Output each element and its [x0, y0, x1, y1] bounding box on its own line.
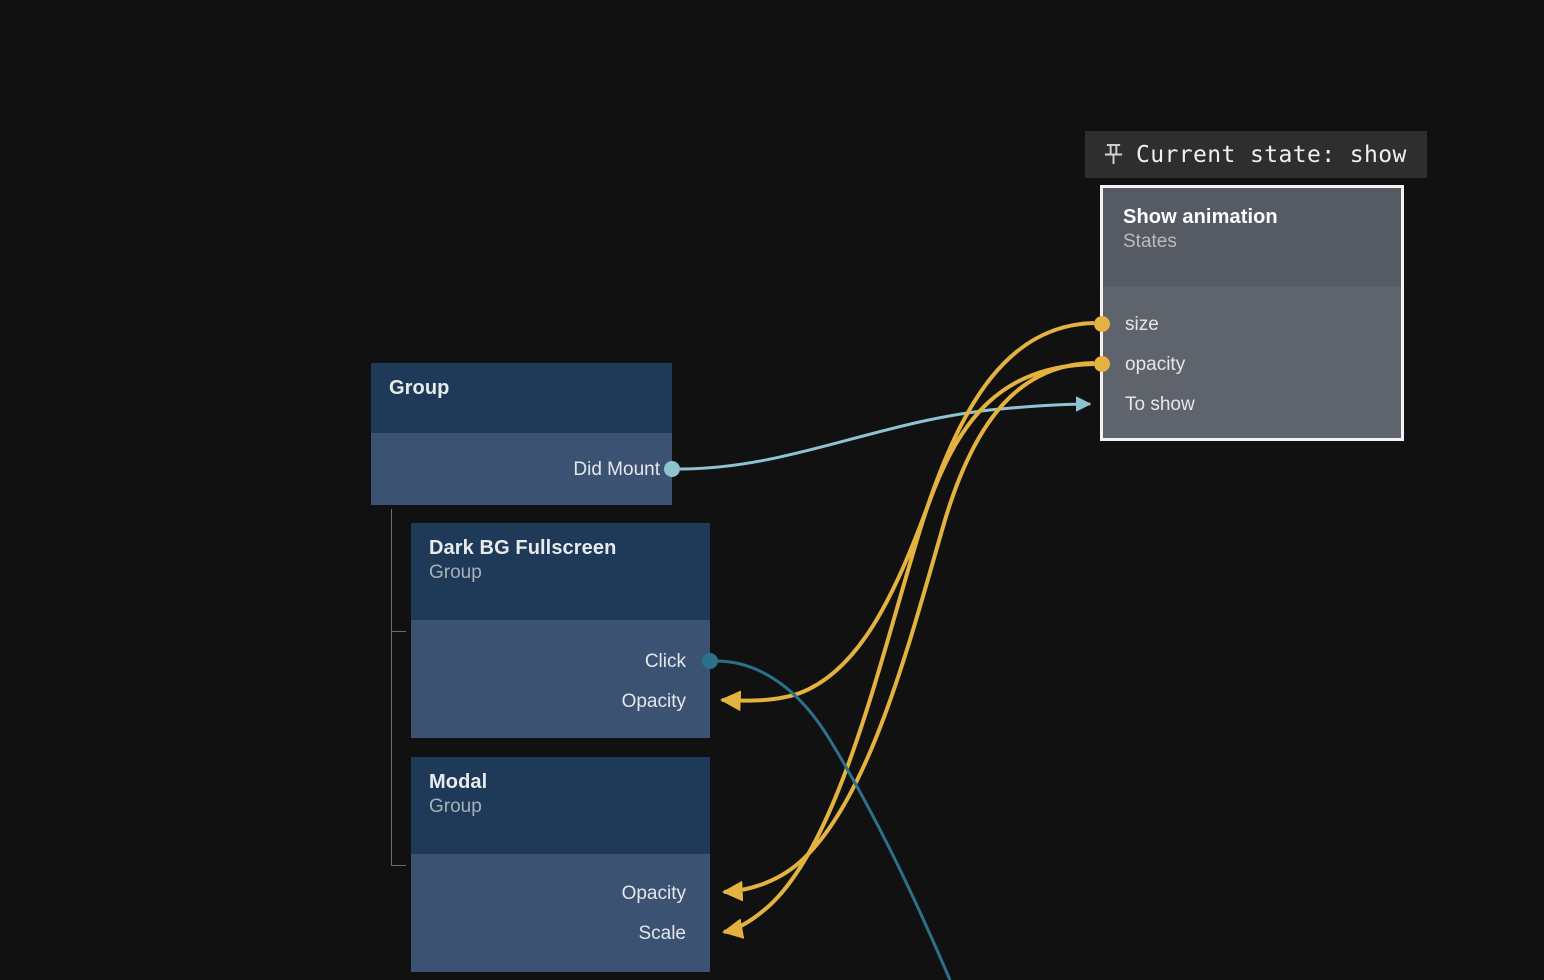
edge-didmount-to-show: [679, 396, 1092, 471]
port-label-click: Click: [644, 650, 686, 672]
node-modal-body: [411, 854, 710, 972]
node-dark-bg-fullscreen[interactable]: Dark BG Fullscreen Group: [411, 523, 710, 738]
current-state-badge[interactable]: Current state: show: [1085, 131, 1427, 178]
port-row-did-mount[interactable]: Did Mount: [372, 458, 672, 480]
port-label-modal-opacity: Opacity: [621, 882, 686, 904]
node-show-animation-title: Show animation: [1123, 206, 1278, 228]
port-row-opacity[interactable]: opacity: [1103, 353, 1383, 375]
port-label-to-show: To show: [1125, 393, 1195, 415]
node-modal-subtitle: Group: [429, 795, 482, 817]
node-show-animation[interactable]: Show animation States: [1100, 185, 1404, 441]
node-modal-title: Modal: [429, 771, 488, 793]
node-show-animation-subtitle: States: [1123, 230, 1177, 252]
port-row-size[interactable]: size: [1103, 313, 1383, 335]
port-label-did-mount: Did Mount: [573, 458, 660, 480]
port-dot-click[interactable]: [702, 653, 718, 669]
tree-guide-branch-darkbg: [391, 631, 406, 632]
edge-size-to-scale: [721, 321, 1095, 939]
edge-click-outgoing: [715, 659, 952, 980]
node-dark-bg-header: Dark BG Fullscreen Group: [411, 523, 710, 620]
port-label-modal-scale: Scale: [638, 922, 686, 944]
node-dark-bg-title: Dark BG Fullscreen: [429, 537, 617, 559]
node-group-title: Group: [389, 377, 450, 399]
node-dark-bg-body: [411, 620, 710, 738]
port-row-darkbg-opacity[interactable]: Opacity: [412, 690, 698, 712]
edge-opacity-to-modal-opacity: [721, 361, 1095, 902]
port-dot-size[interactable]: [1094, 316, 1110, 332]
port-dot-opacity[interactable]: [1094, 356, 1110, 372]
node-group[interactable]: Group: [371, 363, 672, 505]
port-row-click[interactable]: Click: [412, 650, 698, 672]
node-show-animation-body: [1103, 286, 1401, 438]
node-group-body: [371, 433, 672, 505]
node-group-header: Group: [371, 363, 672, 433]
edge-opacity-to-darkbg-opacity: [719, 362, 1095, 712]
port-label-opacity: opacity: [1125, 353, 1186, 375]
port-row-modal-opacity[interactable]: Opacity: [412, 882, 698, 904]
current-state-text: Current state: show: [1136, 141, 1407, 168]
node-modal-header: Modal Group: [411, 757, 710, 854]
port-row-to-show[interactable]: To show: [1103, 393, 1383, 415]
pin-icon: [1104, 144, 1123, 164]
port-label-darkbg-opacity: Opacity: [621, 690, 686, 712]
node-modal[interactable]: Modal Group: [411, 757, 710, 972]
node-dark-bg-subtitle: Group: [429, 561, 482, 583]
port-row-modal-scale[interactable]: Scale: [412, 922, 698, 944]
node-show-animation-header: Show animation States: [1103, 188, 1401, 286]
tree-guide-branch-modal: [391, 865, 406, 866]
tree-guide-vertical: [391, 509, 392, 866]
port-dot-did-mount[interactable]: [664, 461, 680, 477]
port-label-size: size: [1125, 313, 1159, 335]
